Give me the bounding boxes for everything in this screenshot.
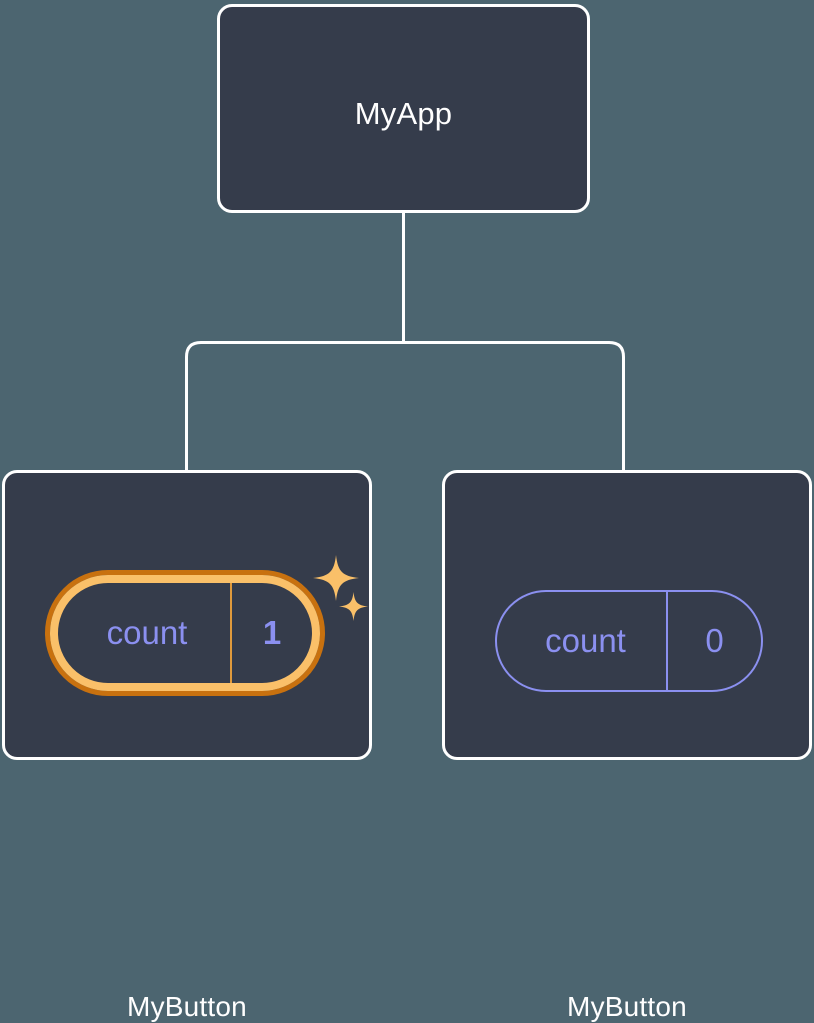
node-mybutton-left-label: MyButton: [127, 991, 247, 1022]
state-pill-divider: [666, 592, 668, 690]
state-pill-inner-ring: count 1: [50, 575, 320, 691]
connector-bus: [185, 341, 625, 472]
state-pill-count-highlighted[interactable]: count 1: [45, 570, 325, 696]
node-myapp-label: MyApp: [354, 96, 453, 131]
state-name-label: count: [545, 622, 626, 659]
state-name-label: count: [106, 614, 188, 651]
state-value-label: 0: [705, 622, 724, 659]
diagram-canvas: MyApp MyButton count 1 MyButton count 0: [2, 4, 812, 1022]
state-value-label: 1: [262, 614, 282, 651]
node-myapp[interactable]: MyApp: [217, 4, 590, 213]
state-pill-count[interactable]: count 0: [495, 590, 763, 692]
node-mybutton-right-label: MyButton: [567, 991, 687, 1022]
state-pill-divider: [230, 583, 232, 683]
